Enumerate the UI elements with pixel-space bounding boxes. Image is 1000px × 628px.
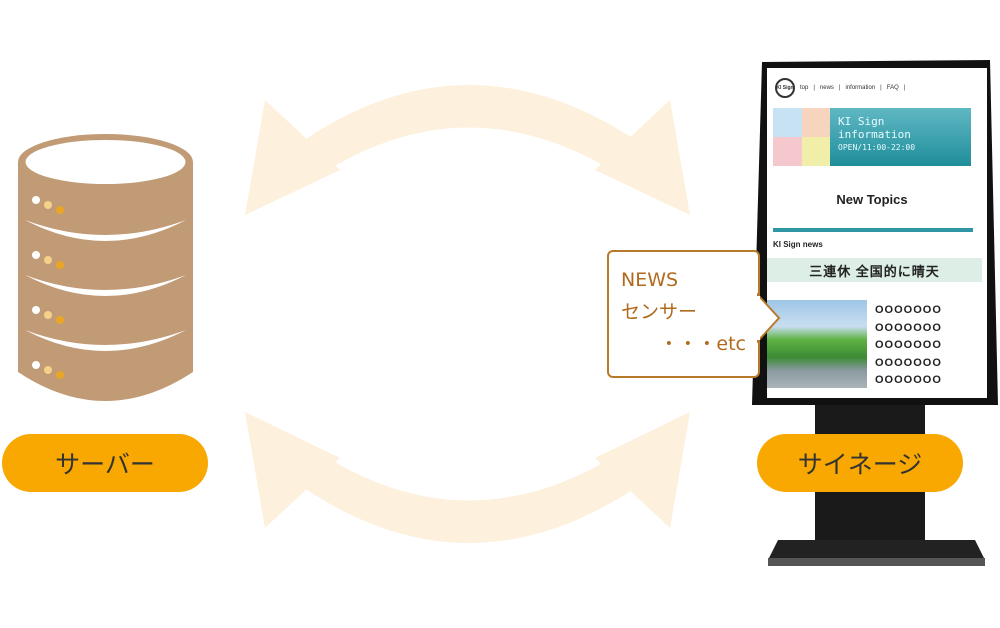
callout-line: ・・・etc: [659, 333, 746, 355]
signage-label: サイネージ: [757, 434, 963, 492]
arrowhead-right-icon: [595, 100, 690, 215]
callout-pointer: [757, 292, 781, 344]
signage-screen: KI Sign top| news| information| FAQ| KI …: [767, 68, 987, 398]
bottom-arrow-arc: [245, 412, 690, 543]
banner-title: KI Sign: [838, 115, 885, 128]
top-arrow-arc: [245, 85, 690, 215]
news-headline: 三連休 全国的に晴天: [767, 258, 982, 282]
arrowhead-left-icon: [245, 100, 340, 215]
topics-heading: New Topics: [836, 192, 908, 207]
list-item: OOOOOOO: [875, 304, 942, 316]
arrowhead-right-icon: [595, 412, 690, 528]
server-label: サーバー: [2, 434, 208, 492]
nav-item: FAQ: [886, 85, 899, 91]
info-banner: KI Sign information OPEN/11:00-22:00: [773, 108, 971, 166]
callout-line: NEWS: [621, 269, 679, 291]
callout-line: センサー: [621, 301, 698, 323]
server-icon: [18, 134, 193, 401]
nav-item: top: [800, 85, 809, 91]
list-item: OOOOOOO: [875, 339, 942, 351]
arrowhead-left-icon: [245, 412, 340, 528]
logo: KI Sign: [775, 78, 795, 98]
banner-hours: OPEN/11:00-22:00: [838, 143, 916, 152]
screen-nav: KI Sign top| news| information| FAQ|: [775, 78, 905, 98]
data-types-callout: NEWS センサー ・・・etc: [607, 250, 760, 378]
divider: [773, 228, 973, 232]
nav-item: information: [845, 85, 876, 91]
banner-title: information: [838, 128, 911, 141]
nav-item: news: [819, 85, 834, 91]
landscape-photo: [767, 300, 867, 388]
list-item: OOOOOOO: [875, 356, 942, 369]
news-list: OOOOOOO OOOOOOO OOOOOOO OOOOOOO OOOOOOO: [875, 302, 942, 390]
list-item: OOOOOOO: [875, 374, 942, 386]
list-item: OOOOOOO: [875, 321, 942, 334]
news-label: KI Sign news: [773, 240, 823, 249]
